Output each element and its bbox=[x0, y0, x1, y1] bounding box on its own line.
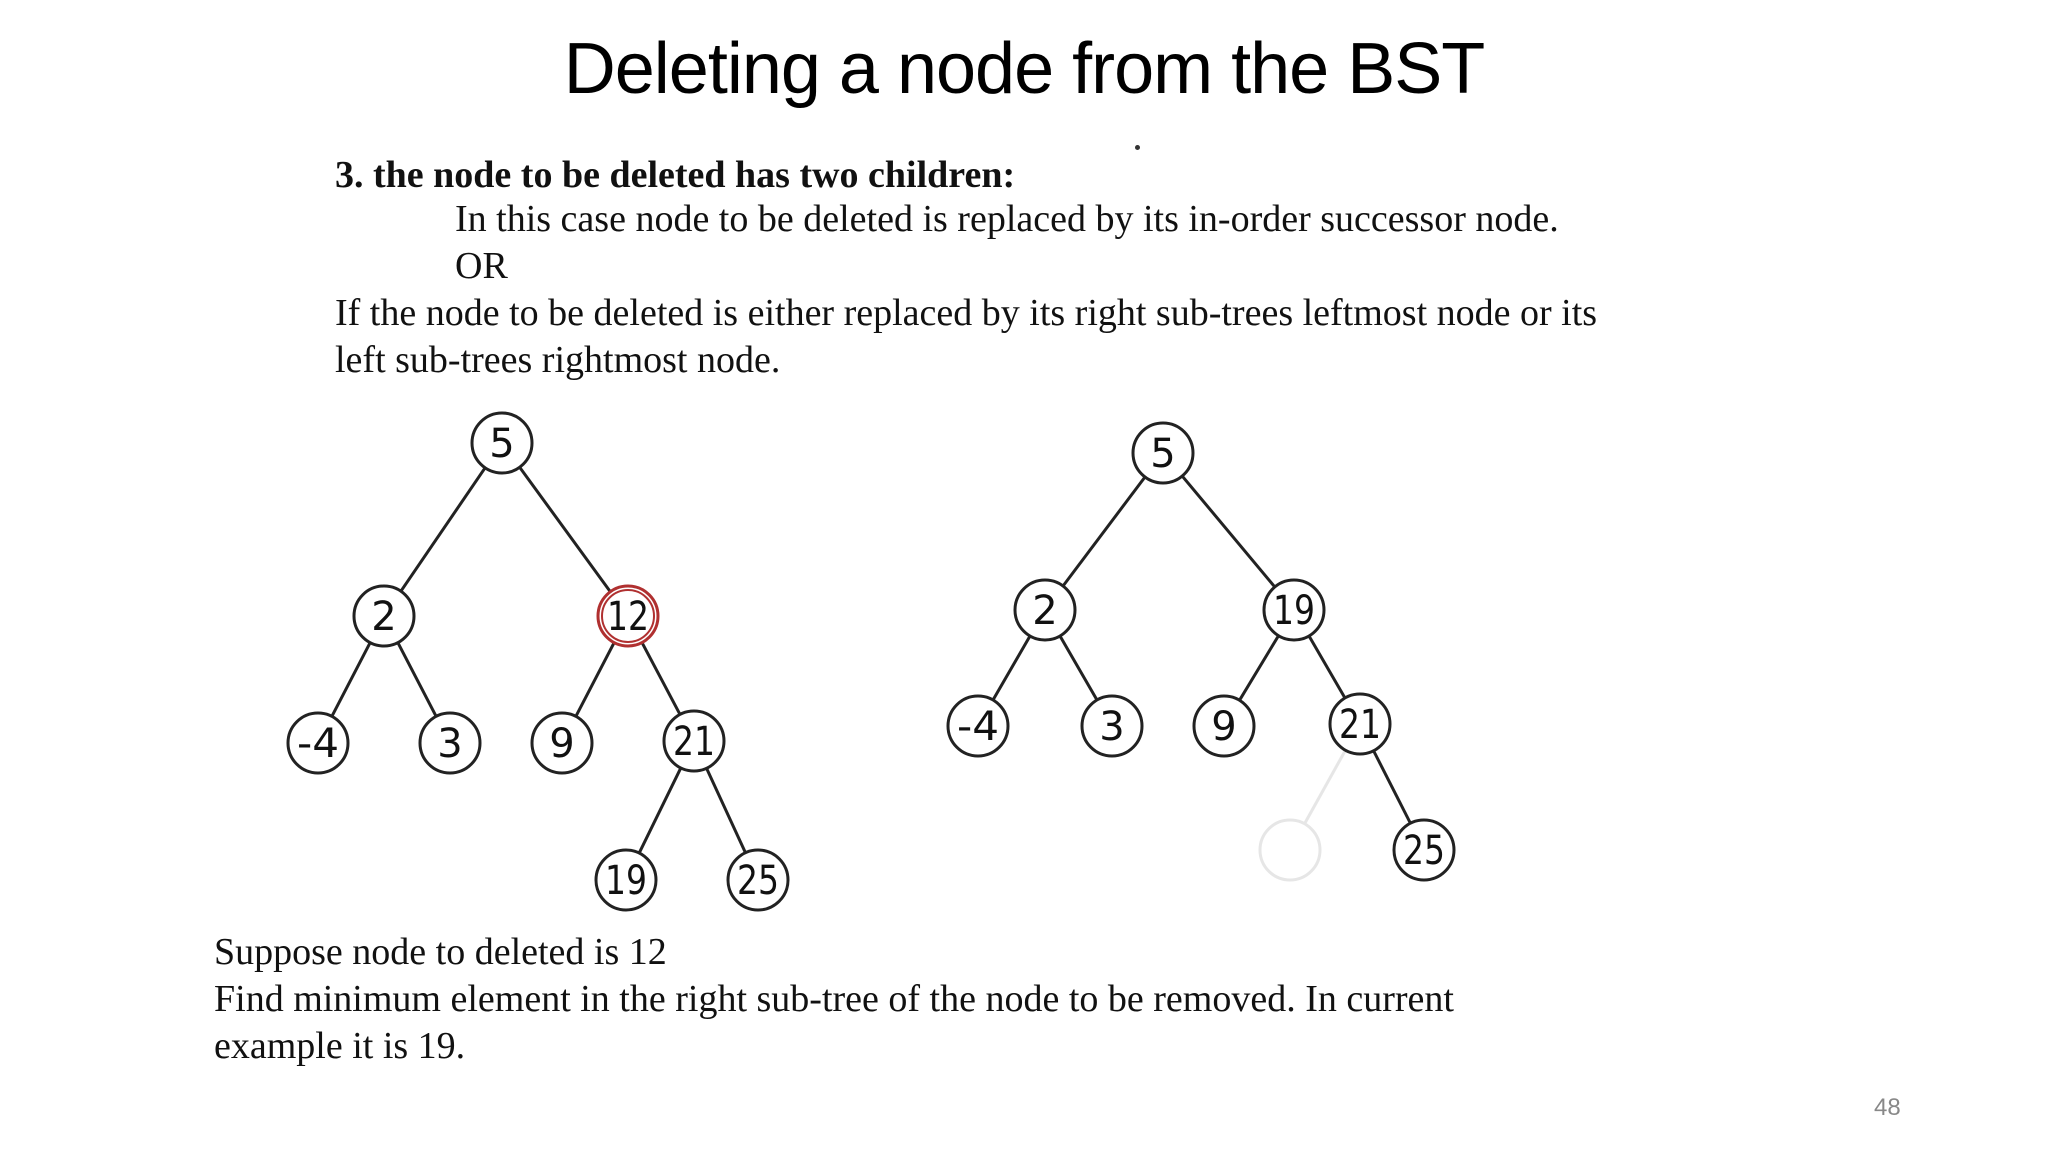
edge-after-5-19 bbox=[1181, 475, 1276, 588]
node-label: 5 bbox=[489, 421, 514, 467]
footer-line-2: Find minimum element in the right sub-tr… bbox=[214, 978, 1454, 1020]
node-circle bbox=[662, 709, 726, 773]
edge-before-21-25 bbox=[705, 767, 747, 854]
node-label: -4 bbox=[297, 721, 339, 767]
tree-node: 21 bbox=[1328, 692, 1392, 756]
tree-node: 3 bbox=[1080, 694, 1144, 758]
edge-after-2-3 bbox=[1058, 635, 1099, 701]
slide-title: Deleting a node from the BST bbox=[563, 29, 1486, 109]
edge-after-19-21 bbox=[1307, 635, 1347, 699]
node-circle bbox=[1328, 692, 1392, 756]
node-label: 9 bbox=[1211, 704, 1236, 750]
intro-line-or: OR bbox=[455, 245, 508, 287]
edge-after-21-25 bbox=[1372, 750, 1412, 824]
stray-dot bbox=[1135, 145, 1140, 150]
intro-line-4: left sub-trees rightmost node. bbox=[335, 339, 781, 381]
node-circle bbox=[418, 711, 482, 775]
node-label: 19 bbox=[1273, 588, 1315, 634]
node-circle bbox=[1080, 694, 1144, 758]
node-highlight-ring bbox=[601, 589, 655, 643]
node-label: 3 bbox=[1099, 704, 1124, 750]
tree-node: 21 bbox=[662, 709, 726, 773]
edge-before-2-3 bbox=[396, 641, 438, 718]
node-label: 2 bbox=[1032, 588, 1057, 634]
footer-line-3: example it is 19. bbox=[214, 1025, 466, 1067]
tree-node: 5 bbox=[1131, 421, 1195, 485]
tree-node: 2 bbox=[1013, 578, 1077, 642]
node-circle bbox=[1262, 578, 1326, 642]
node-circle bbox=[1258, 818, 1322, 882]
tree-node: -4 bbox=[946, 694, 1010, 758]
edge-before-5-2 bbox=[399, 466, 487, 593]
node-circle bbox=[594, 848, 658, 912]
case-heading: 3. the node to be deleted has two childr… bbox=[335, 154, 1016, 196]
edge-before-12-21 bbox=[640, 641, 682, 716]
tree-node: 9 bbox=[530, 711, 594, 775]
node-label: 5 bbox=[1150, 431, 1175, 477]
tree-node: 5 bbox=[470, 411, 534, 475]
node-circle bbox=[1131, 421, 1195, 485]
node-label: 2 bbox=[371, 594, 396, 640]
tree-node: 2 bbox=[352, 584, 416, 648]
node-circle bbox=[1013, 578, 1077, 642]
node-circle bbox=[352, 584, 416, 648]
node-circle bbox=[1192, 694, 1256, 758]
tree-node: -4 bbox=[286, 711, 350, 775]
node-circle bbox=[286, 711, 350, 775]
intro-line-3: If the node to be deleted is either repl… bbox=[335, 292, 1598, 334]
node-circle bbox=[530, 711, 594, 775]
edge-before-5-12 bbox=[518, 466, 612, 593]
tree-node: 25 bbox=[1392, 818, 1456, 882]
edge-after-5-2 bbox=[1061, 476, 1147, 587]
tree-node: 12 bbox=[596, 584, 660, 648]
empty-node bbox=[1258, 818, 1322, 882]
tree-after: 5 2 19 -4 3 9 21 25 bbox=[946, 421, 1456, 882]
footer-line-1: Suppose node to deleted is 12 bbox=[214, 931, 667, 973]
tree-node: 9 bbox=[1192, 694, 1256, 758]
node-label: 25 bbox=[737, 858, 779, 904]
node-label: 21 bbox=[1339, 702, 1381, 748]
page-number: 48 bbox=[1874, 1094, 1901, 1121]
node-label: 3 bbox=[437, 721, 462, 767]
edge-after-2--4 bbox=[991, 635, 1032, 701]
node-label: 19 bbox=[605, 858, 647, 904]
tree-node: 19 bbox=[594, 848, 658, 912]
node-label: 12 bbox=[607, 594, 649, 640]
edge-before-2--4 bbox=[330, 641, 372, 718]
node-label: 25 bbox=[1403, 828, 1445, 874]
edge-after-21-empty bbox=[1303, 749, 1347, 825]
edge-before-12-9 bbox=[574, 641, 616, 718]
node-label: 9 bbox=[549, 721, 574, 767]
tree-node: 3 bbox=[418, 711, 482, 775]
node-circle bbox=[726, 848, 790, 912]
node-circle bbox=[596, 584, 660, 648]
tree-before: 5 2 12 -4 3 9 21 19 25 bbox=[286, 411, 790, 912]
tree-node: 19 bbox=[1262, 578, 1326, 642]
edge-before-21-19 bbox=[637, 767, 683, 854]
node-circle bbox=[946, 694, 1010, 758]
intro-line-1: In this case node to be deleted is repla… bbox=[455, 198, 1559, 240]
node-circle bbox=[470, 411, 534, 475]
node-label: -4 bbox=[957, 704, 999, 750]
node-label: 21 bbox=[673, 719, 715, 765]
tree-node: 25 bbox=[726, 848, 790, 912]
node-circle bbox=[1392, 818, 1456, 882]
edge-after-19-9 bbox=[1238, 634, 1280, 702]
